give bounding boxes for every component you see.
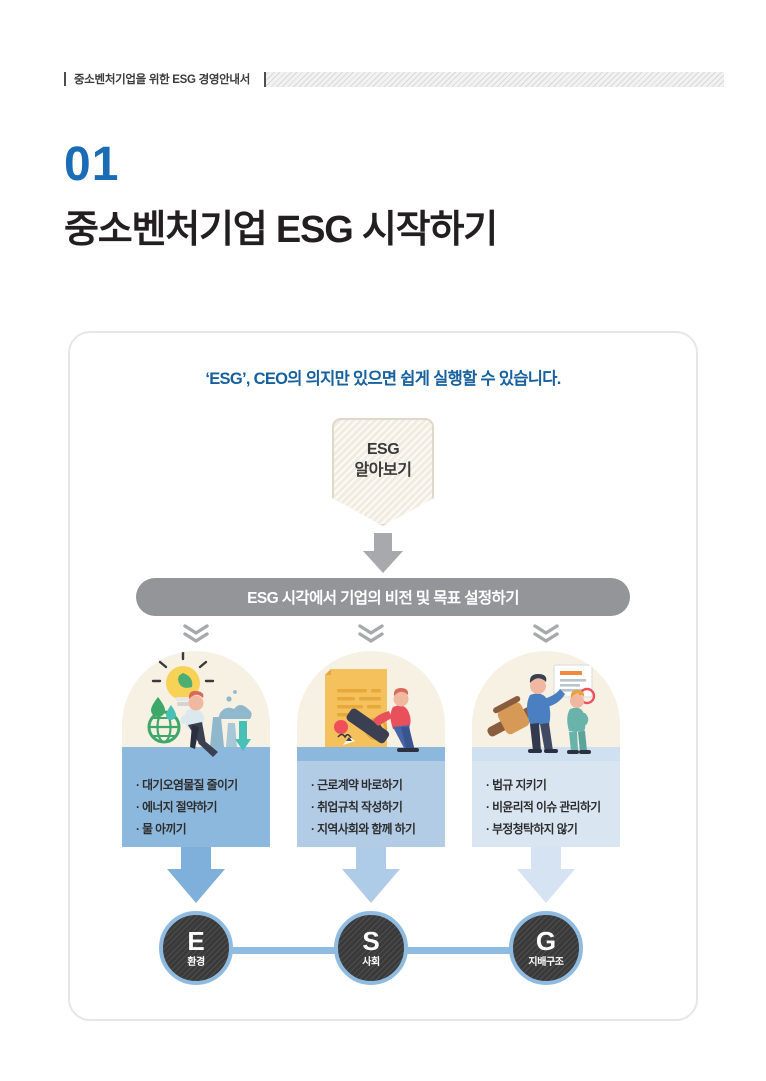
chevron-down-icon <box>358 623 384 645</box>
list-item: 에너지 절약하기 <box>136 797 270 819</box>
header-hatch-strip <box>264 71 724 87</box>
esg-intro-banner: ESG 알아보기 <box>332 418 434 526</box>
governance-illustration <box>472 651 620 761</box>
chapter-number: 01 <box>64 138 120 191</box>
banner-line-2: 알아보기 <box>354 461 412 479</box>
running-header-text: 중소벤처기업을 위한 ESG 경영안내서 <box>74 74 250 86</box>
down-arrow-icon <box>472 847 620 909</box>
banner-label: ESG 알아보기 <box>332 440 434 482</box>
banner-line-1: ESG <box>366 441 400 458</box>
esg-label: 환경 <box>187 957 205 968</box>
column-social: 근로계약 바로하기 취업규칙 작성하기 지역사회와 함께 하기 <box>297 623 445 909</box>
list-item: 지역사회와 함께 하기 <box>311 819 445 841</box>
chevron-down-icon <box>183 623 209 645</box>
list-item: 비윤리적 이슈 관리하기 <box>486 797 620 819</box>
esg-letter: E <box>187 926 205 956</box>
environment-illustration <box>122 651 270 761</box>
environment-action-list: 대기오염물질 줄이기 에너지 절약하기 물 아끼기 <box>122 761 270 847</box>
down-arrow-icon <box>122 847 270 909</box>
down-arrow-icon <box>297 847 445 909</box>
column-environment: 대기오염물질 줄이기 에너지 절약하기 물 아끼기 <box>122 623 270 909</box>
esg-letter: G <box>535 926 557 956</box>
social-action-list: 근로계약 바로하기 취업규칙 작성하기 지역사회와 함께 하기 <box>297 761 445 847</box>
connector-line <box>230 947 340 954</box>
esg-label: 사회 <box>362 957 380 968</box>
governance-action-list: 법규 지키기 비윤리적 이슈 관리하기 부정청탁하지 않기 <box>472 761 620 847</box>
header-rule-left <box>64 72 66 86</box>
down-arrow-icon <box>363 533 403 573</box>
card-subtitle: ‘ESG’, CEO의 의지만 있으면 쉽게 실행할 수 있습니다. <box>205 370 561 388</box>
diagram-card: ‘ESG’, CEO의 의지만 있으면 쉽게 실행할 수 있습니다. ESG 알… <box>68 331 698 1021</box>
list-item: 대기오염물질 줄이기 <box>136 775 270 797</box>
esg-letter: S <box>362 926 380 956</box>
esg-badge-environment: E 환경 <box>159 911 233 985</box>
list-item: 취업규칙 작성하기 <box>311 797 445 819</box>
column-governance: 법규 지키기 비윤리적 이슈 관리하기 부정청탁하지 않기 <box>472 623 620 909</box>
list-item: 근로계약 바로하기 <box>311 775 445 797</box>
esg-circle-row: E 환경 S 사회 G 지배구조 <box>122 911 648 987</box>
list-item: 부정청탁하지 않기 <box>486 819 620 841</box>
esg-badge-governance: G 지배구조 <box>509 911 583 985</box>
chevron-down-icon <box>533 623 559 645</box>
running-header: 중소벤처기업을 위한 ESG 경영안내서 <box>64 68 724 90</box>
list-item: 물 아끼기 <box>136 819 270 841</box>
esg-columns: 대기오염물질 줄이기 에너지 절약하기 물 아끼기 <box>122 623 648 973</box>
esg-label: 지배구조 <box>528 957 564 968</box>
step-bar-label: ESG 시각에서 기업의 비전 및 목표 설정하기 <box>247 590 519 607</box>
social-illustration <box>297 651 445 761</box>
page-title: 중소벤처기업 ESG 시작하기 <box>64 209 498 251</box>
list-item: 법규 지키기 <box>486 775 620 797</box>
connector-line <box>405 947 515 954</box>
esg-badge-social: S 사회 <box>334 911 408 985</box>
step-bar: ESG 시각에서 기업의 비전 및 목표 설정하기 <box>136 578 630 616</box>
